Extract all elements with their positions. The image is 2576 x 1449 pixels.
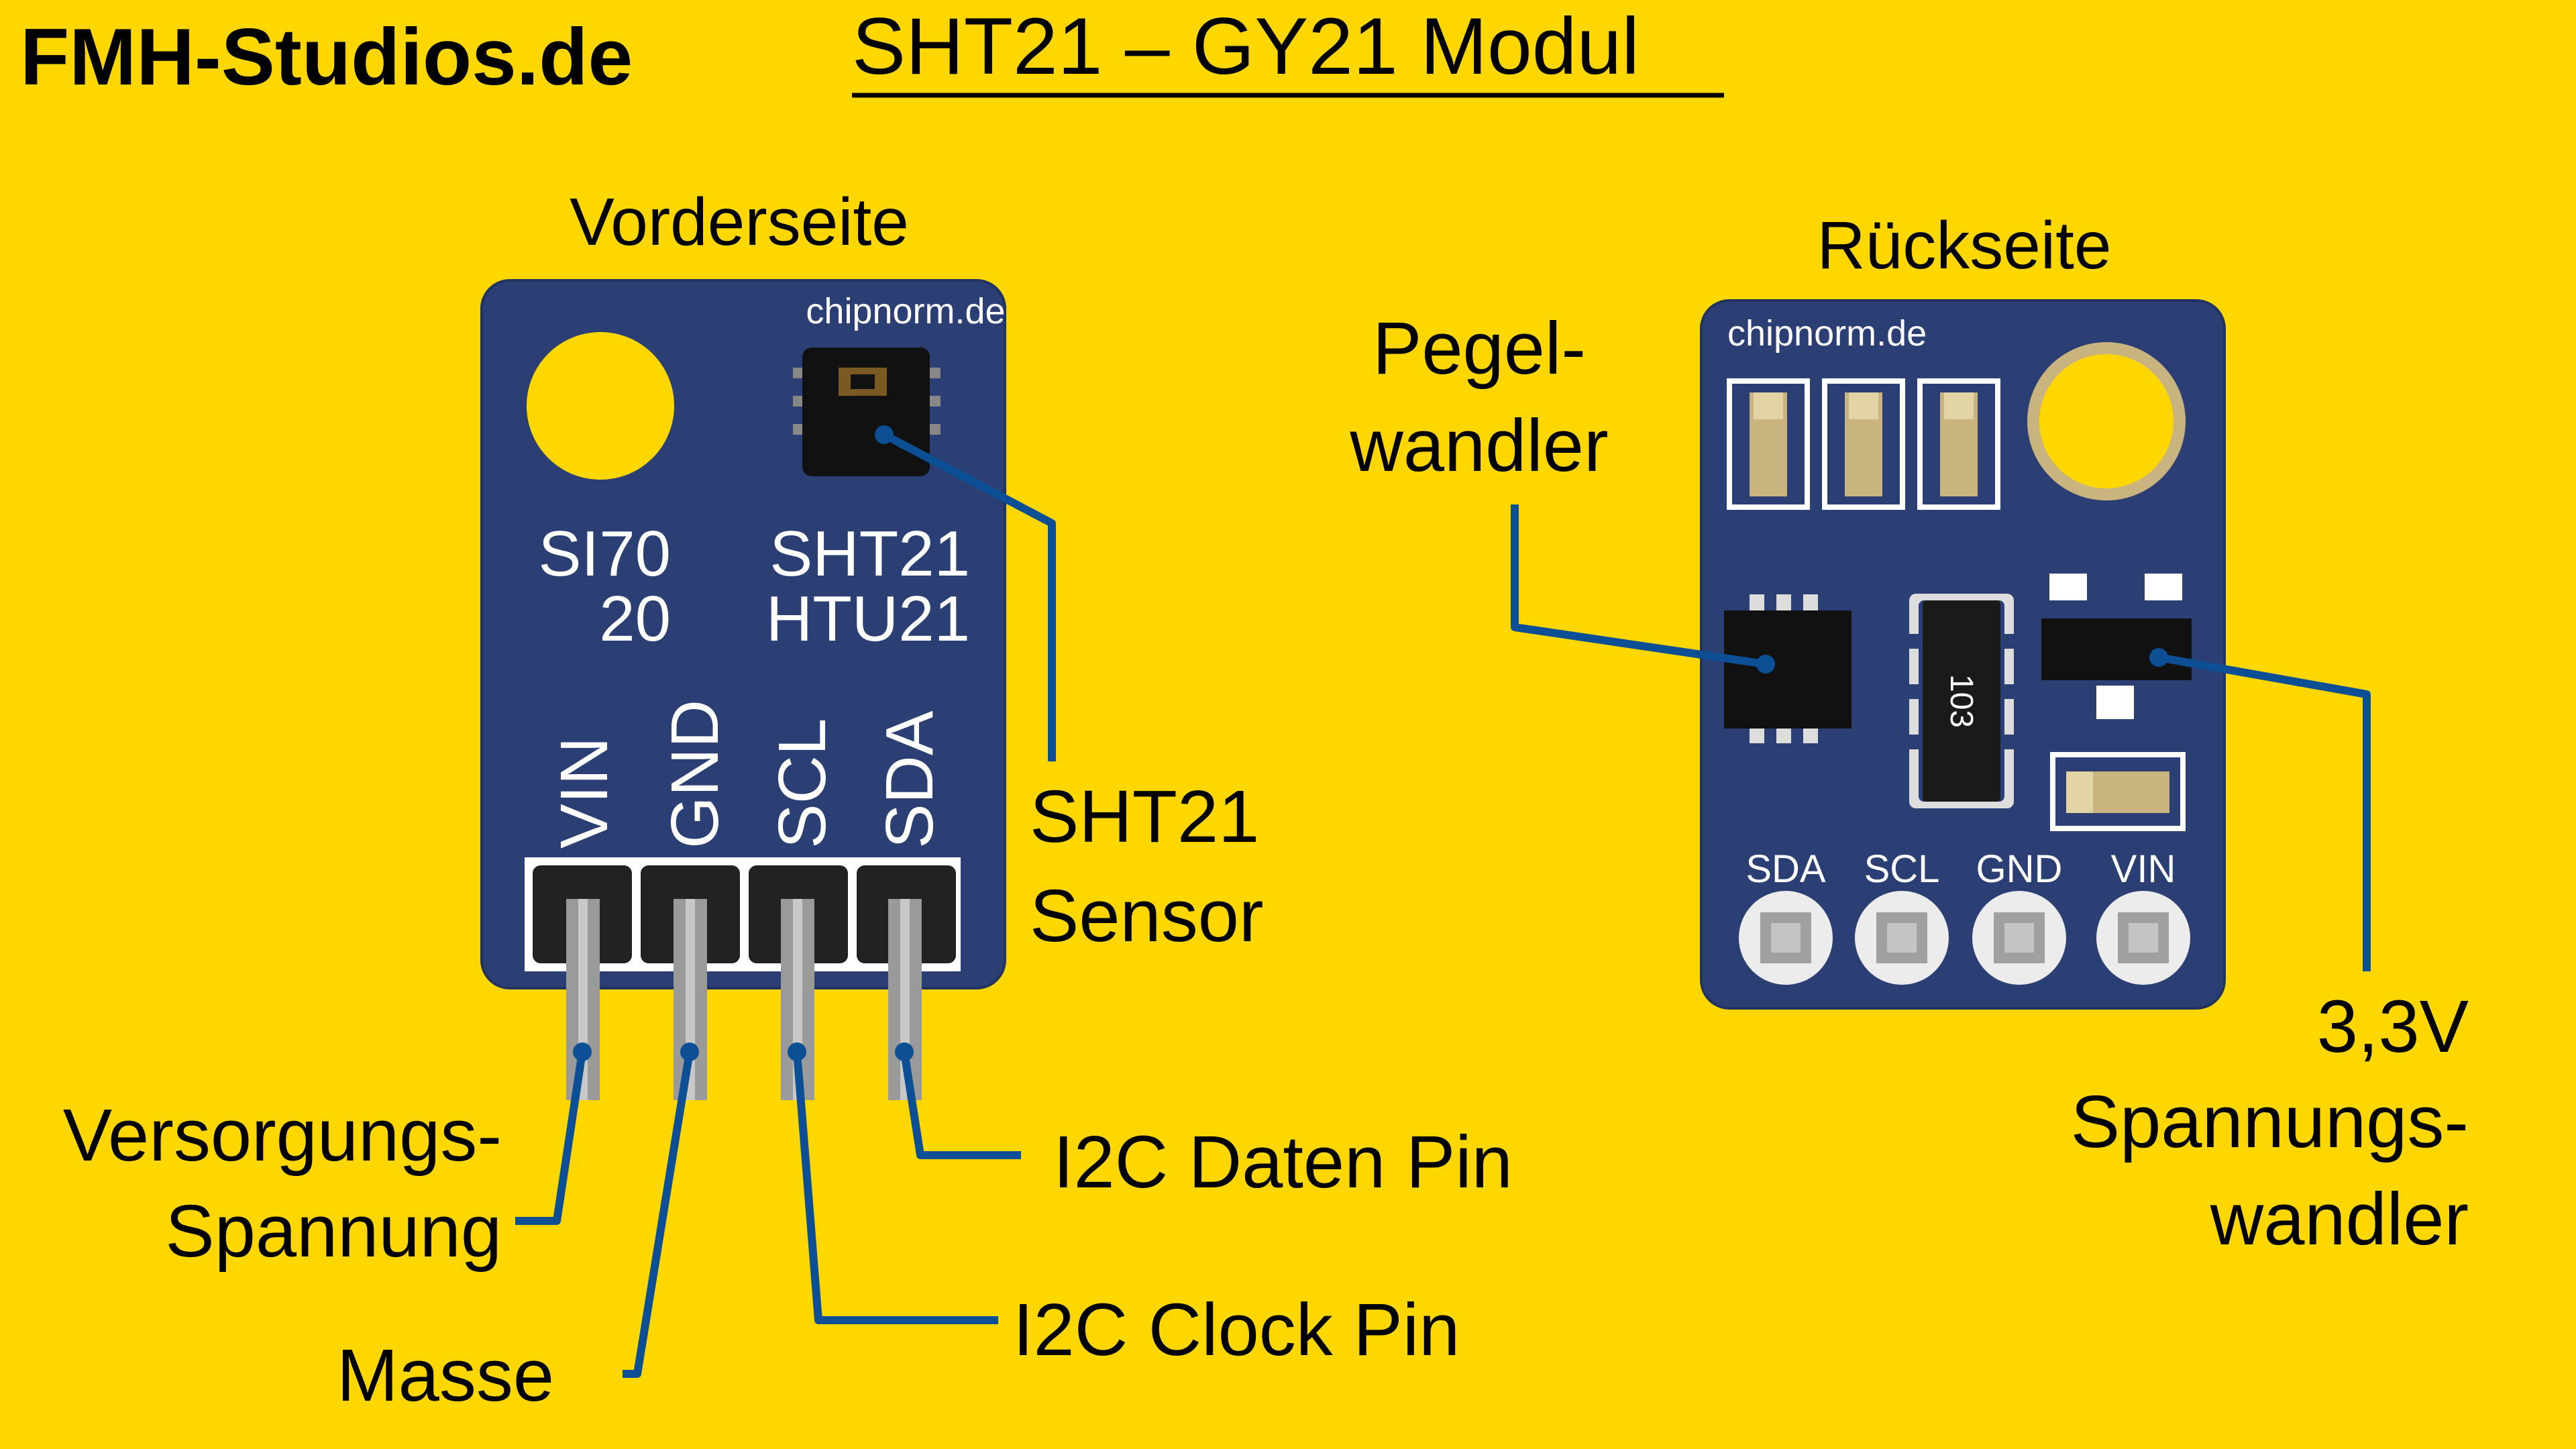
leader-dot-gnd	[680, 1042, 699, 1061]
leader-gnd	[623, 1051, 694, 1378]
leader-dot-sda	[895, 1042, 914, 1061]
resistor-marking: 103	[1943, 674, 1979, 728]
leader-dot-scl	[788, 1042, 806, 1061]
chip-lead	[1750, 726, 1764, 743]
back-board: chipnorm.de	[1700, 299, 2226, 1010]
chip-lead	[1803, 594, 1818, 612]
regulator-pad	[2049, 574, 2087, 600]
chip-sensor-opening	[851, 374, 875, 389]
chip-lead	[1750, 594, 1764, 612]
smd-outline	[1917, 378, 2000, 510]
smd-outline	[1822, 378, 1905, 510]
front-pin-label-vin: VIN	[547, 737, 622, 849]
front-heading: Vorderseite	[570, 184, 909, 260]
solder-pad-center	[2004, 923, 2034, 953]
leader-regulator	[2157, 653, 2371, 971]
regulator-label-line3: wandler	[2210, 1178, 2469, 1260]
regulator-label-line2: Spannungs-	[2071, 1081, 2469, 1163]
back-leaders	[1511, 504, 2371, 971]
back-pads	[1739, 891, 2190, 985]
chip-body	[1724, 610, 1851, 729]
chip-label-20: 20	[599, 583, 671, 655]
brand-title: FMH-Studios.de	[20, 12, 633, 102]
front-pin-label-scl: SCL	[765, 718, 840, 849]
smd-cap-end	[2066, 771, 2093, 813]
front-silk-brand: chipnorm.de	[806, 291, 1005, 331]
smd-cap-end	[1944, 392, 1974, 419]
level-shifter-label-line1: Pegel-	[1373, 307, 1586, 390]
front-pin-label-sda: SDA	[872, 710, 947, 849]
smd-outline	[1727, 378, 1810, 510]
leader-sensor	[882, 431, 1056, 761]
sensor-label-line1: SHT21	[1030, 775, 1259, 858]
leader-scl	[793, 1051, 998, 1324]
front-leaders	[515, 431, 1056, 1378]
back-heading: Rückseite	[1817, 208, 2111, 283]
resistor-network: 103	[1909, 594, 2014, 808]
callout-sda: I2C Daten Pin	[1053, 1121, 1513, 1203]
chip-label-htu21: HTU21	[766, 583, 970, 655]
back-pin-label-gnd: GND	[1976, 847, 2063, 891]
callout-vin-line2: Spannung	[165, 1190, 502, 1273]
back-pin-label-sda: SDA	[1746, 847, 1826, 891]
front-mounting-hole	[527, 332, 674, 480]
callout-scl: I2C Clock Pin	[1013, 1289, 1460, 1371]
leader-vin	[515, 1051, 586, 1225]
back-pin-label-vin: VIN	[2111, 847, 2176, 891]
smd-cap-end	[1849, 392, 1878, 419]
regulator-label-line1: 3,3V	[2317, 985, 2469, 1068]
leader-dot-level-shifter	[1756, 655, 1775, 674]
chip-body	[802, 347, 930, 476]
chip-label-si70: SI70	[539, 518, 671, 590]
callout-gnd: Masse	[337, 1334, 554, 1417]
sensor-label-line2: Sensor	[1030, 875, 1264, 957]
regulator-pad	[2096, 686, 2134, 719]
leader-level-shifter	[1511, 504, 1766, 668]
level-shifter-label-line2: wandler	[1349, 405, 1608, 487]
page-title: SHT21 – GY21 Modul	[852, 1, 1640, 91]
front-pin-label-gnd: GND	[657, 700, 733, 849]
sht21-chip	[793, 347, 941, 476]
level-shifter-chip	[1724, 594, 1851, 743]
chip-lead	[1776, 594, 1791, 612]
solder-pad-center	[2129, 923, 2158, 953]
resistor-body	[1923, 600, 2000, 802]
front-board: chipnorm.de SI70 20 SHT21 HTU21 VIN GND …	[480, 279, 1006, 989]
voltage-regulator	[2041, 574, 2192, 719]
leader-sda	[900, 1051, 1021, 1159]
smd-outline	[2050, 752, 2186, 831]
chip-lead	[1803, 726, 1818, 743]
solder-pad-center	[1887, 923, 1917, 953]
leader-dot-regulator	[2149, 648, 2168, 667]
callout-vin-line1: Versorgungs-	[63, 1094, 502, 1177]
back-silk-brand: chipnorm.de	[1727, 313, 1927, 354]
regulator-pad	[2145, 574, 2182, 600]
regulator-body	[2041, 619, 2192, 680]
solder-pad-center	[1771, 923, 1801, 953]
chip-lead	[1776, 726, 1791, 743]
back-pin-label-scl: SCL	[1864, 847, 1940, 891]
back-mounting-hole	[2039, 354, 2174, 488]
smd-cap-end	[1754, 392, 1783, 419]
leader-dot-vin	[573, 1042, 592, 1061]
chip-label-sht21: SHT21	[769, 518, 970, 590]
